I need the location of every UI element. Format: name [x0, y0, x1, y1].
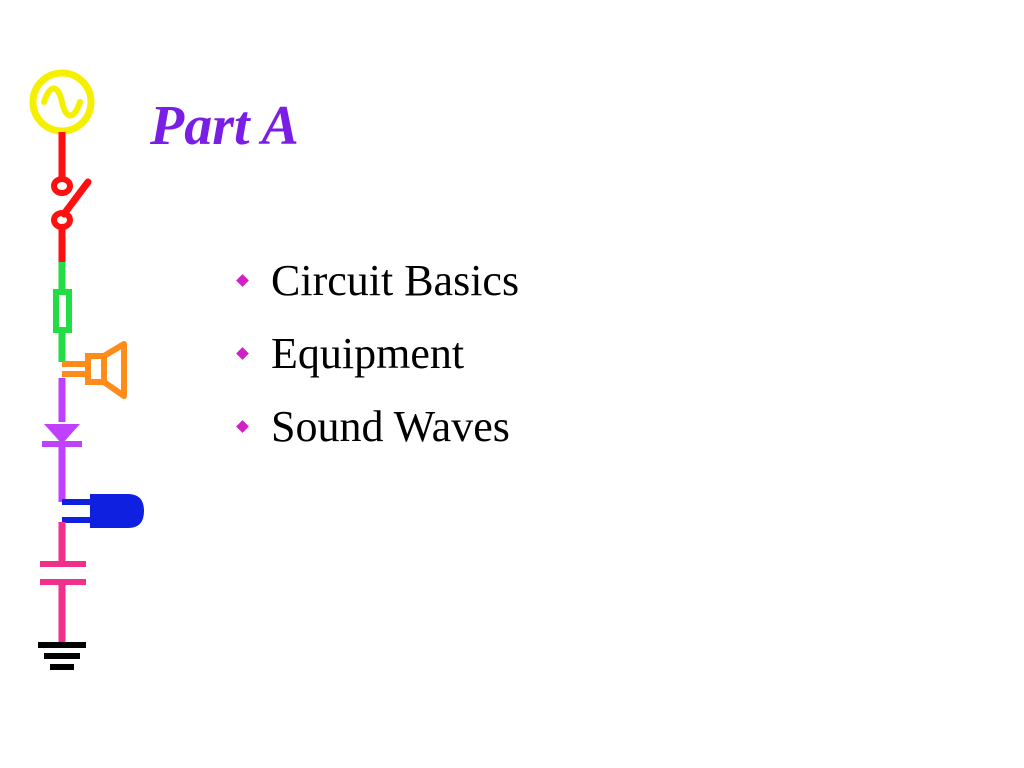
diode-icon: [42, 378, 82, 502]
speaker-icon: [62, 341, 127, 399]
bullet-text: Equipment: [271, 329, 465, 378]
list-item: Equipment: [236, 317, 519, 390]
diamond-bullet-icon: [236, 420, 249, 433]
ac-source-icon: [29, 69, 95, 135]
list-item: Sound Waves: [236, 390, 519, 463]
capacitor-icon: [40, 522, 86, 642]
diamond-bullet-icon: [236, 347, 249, 360]
bullet-list: Circuit Basics Equipment Sound Waves: [236, 244, 519, 463]
diamond-bullet-icon: [236, 274, 249, 287]
circuit-diagram: [29, 69, 144, 670]
lamp-icon: [62, 494, 144, 528]
bullet-text: Sound Waves: [271, 402, 510, 451]
switch-icon: [51, 132, 92, 262]
slide-title: Part A: [150, 95, 299, 157]
list-item: Circuit Basics: [236, 244, 519, 317]
resistor-icon: [53, 262, 72, 362]
ground-icon: [38, 642, 86, 670]
bullet-text: Circuit Basics: [271, 256, 520, 305]
